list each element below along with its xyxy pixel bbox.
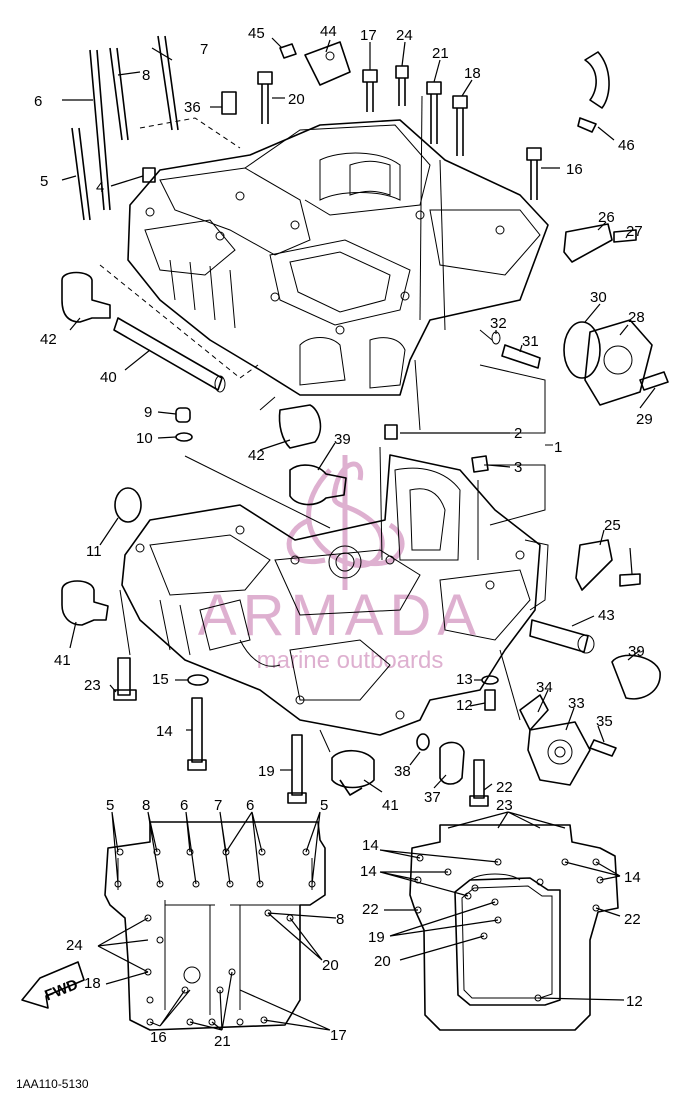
callout-bl-17: 17	[330, 1027, 347, 1044]
lower-case-bolt-pattern	[409, 824, 619, 1031]
callout-44: 44	[320, 23, 337, 40]
callout-12: 12	[456, 697, 473, 714]
fwd-label: FWD	[42, 976, 80, 1005]
callout-br-14c: 14	[624, 869, 641, 886]
callout-21: 21	[432, 45, 449, 62]
callout-45: 45	[248, 25, 265, 42]
callout-16: 16	[566, 161, 583, 178]
callout-7: 7	[200, 41, 208, 58]
callout-bl-8a: 8	[142, 797, 150, 814]
callout-46: 46	[618, 137, 635, 154]
callout-bl-6b: 6	[246, 797, 254, 814]
callout-13: 13	[456, 671, 473, 688]
callout-31: 31	[522, 333, 539, 350]
callout-14: 14	[156, 723, 173, 740]
watermark-logo-icon	[286, 455, 405, 590]
callout-br-12: 12	[626, 993, 643, 1010]
callout-33: 33	[568, 695, 585, 712]
callout-br-19: 19	[368, 929, 385, 946]
callout-22: 22	[496, 779, 513, 796]
upper-crankcase	[127, 119, 549, 396]
callout-41: 41	[54, 652, 71, 669]
callout-bl-5b: 5	[320, 797, 328, 814]
upper-side-parts	[61, 223, 669, 449]
callout-40: 40	[100, 369, 117, 386]
callout-36: 36	[184, 99, 201, 116]
callout-42b: 42	[248, 447, 265, 464]
callout-numbers: 1 2 3 4 5 6 7 8 9 10 11 12 13 14 15 16 1…	[34, 23, 653, 1050]
watermark-tagline: marine outboards	[257, 647, 444, 674]
middle-small-parts	[114, 407, 489, 523]
lower-crankcase	[121, 454, 549, 736]
callout-bl-7: 7	[214, 797, 222, 814]
callout-1: 1	[554, 439, 562, 456]
callout-39b: 39	[628, 643, 645, 660]
drawing-code: 1AA110-5130	[16, 1077, 89, 1091]
cylinder-studs	[71, 35, 179, 221]
callout-19: 19	[258, 763, 275, 780]
watermark-brand: ARMADA	[198, 583, 482, 648]
callout-bl-16: 16	[150, 1029, 167, 1046]
callout-30: 30	[590, 289, 607, 306]
callout-38: 38	[394, 763, 411, 780]
callout-9: 9	[144, 404, 152, 421]
callout-11: 11	[86, 543, 102, 560]
callout-15: 15	[152, 671, 169, 688]
callout-bl-20: 20	[322, 957, 339, 974]
callout-24: 24	[396, 27, 413, 44]
callout-34: 34	[536, 679, 553, 696]
callout-23: 23	[84, 677, 101, 694]
callout-28: 28	[628, 309, 645, 326]
callout-37: 37	[424, 789, 441, 806]
callout-br-14b: 14	[360, 863, 377, 880]
hose	[577, 51, 610, 133]
front-direction-marker: FWD	[21, 961, 85, 1009]
callout-39: 39	[334, 431, 351, 448]
callout-41b: 41	[382, 797, 399, 814]
callout-br-20: 20	[374, 953, 391, 970]
callout-20: 20	[288, 91, 305, 108]
callout-5: 5	[40, 173, 48, 190]
callout-bl-21: 21	[214, 1033, 231, 1050]
lower-side-parts	[61, 539, 661, 807]
callout-6: 6	[34, 93, 42, 110]
callout-bl-18: 18	[84, 975, 101, 992]
fwd-arrow-icon	[21, 961, 85, 1009]
leader-lines	[61, 37, 656, 1031]
callout-br-22a: 22	[362, 901, 379, 918]
callout-2: 2	[514, 425, 522, 442]
callout-bl-5a: 5	[106, 797, 114, 814]
callout-29: 29	[636, 411, 653, 428]
callout-br-14a: 14	[362, 837, 379, 854]
callout-br-22b: 22	[624, 911, 641, 928]
assembly-lines	[119, 95, 553, 753]
callout-br-23: 23	[496, 797, 513, 814]
callout-32: 32	[490, 315, 507, 332]
top-bolts	[221, 41, 542, 200]
callout-43: 43	[598, 607, 615, 624]
upper-case-bolt-pattern	[104, 821, 326, 1031]
callout-35: 35	[596, 713, 613, 730]
callout-4: 4	[96, 179, 104, 196]
callout-bl-24: 24	[66, 937, 83, 954]
callout-26: 26	[598, 209, 615, 226]
callout-3: 3	[514, 459, 522, 476]
callout-17: 17	[360, 27, 377, 44]
callout-bl-6a: 6	[180, 797, 188, 814]
callout-27: 27	[626, 223, 643, 240]
callout-10: 10	[136, 430, 153, 447]
callout-25: 25	[604, 517, 621, 534]
callout-8: 8	[142, 67, 150, 84]
callout-bl-8b: 8	[336, 911, 344, 928]
callout-42: 42	[40, 331, 57, 348]
callout-18: 18	[464, 65, 481, 82]
